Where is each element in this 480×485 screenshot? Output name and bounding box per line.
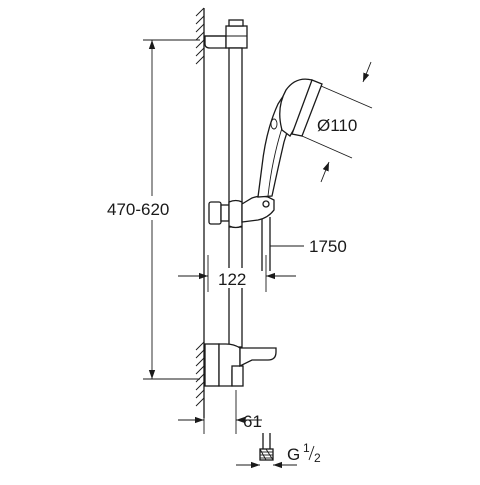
wall-offset-label: 61 — [243, 412, 262, 431]
projection-label-bg — [214, 268, 260, 288]
top-end-cap-nub — [228, 19, 244, 27]
wall-hatch-bottom-icon — [195, 341, 205, 407]
thread-numerator-label: 1 — [303, 441, 310, 455]
top-bracket — [204, 35, 227, 49]
diameter-extension-lower — [301, 135, 353, 159]
thread-denominator-label: 2 — [314, 451, 321, 465]
bottom-bracket-clip — [231, 365, 244, 387]
height-range-label: 470-620 — [107, 200, 169, 219]
height-label-bg — [106, 196, 192, 220]
thread-connector-icon — [259, 433, 274, 461]
soap-dish — [239, 347, 277, 368]
wall-hatch-top-icon — [195, 7, 205, 65]
slider-holder — [208, 195, 275, 229]
spray-selector-button — [270, 118, 278, 130]
handle-ridge — [267, 127, 283, 197]
diameter-extension-upper — [320, 85, 373, 109]
bar-projection-label: 122 — [218, 270, 246, 289]
thread-fraction-slash — [308, 445, 315, 461]
top-end-cap — [225, 25, 248, 49]
bottom-wall-mount — [204, 343, 220, 387]
diameter-arrow-top — [362, 61, 372, 83]
hose-length-label: 1750 — [309, 237, 347, 256]
diameter-arrow-bottom — [320, 161, 330, 183]
thread-prefix-label: G — [287, 445, 300, 464]
head-diameter-label: Ø110 — [317, 116, 357, 135]
rail-bar-upper — [228, 47, 243, 206]
